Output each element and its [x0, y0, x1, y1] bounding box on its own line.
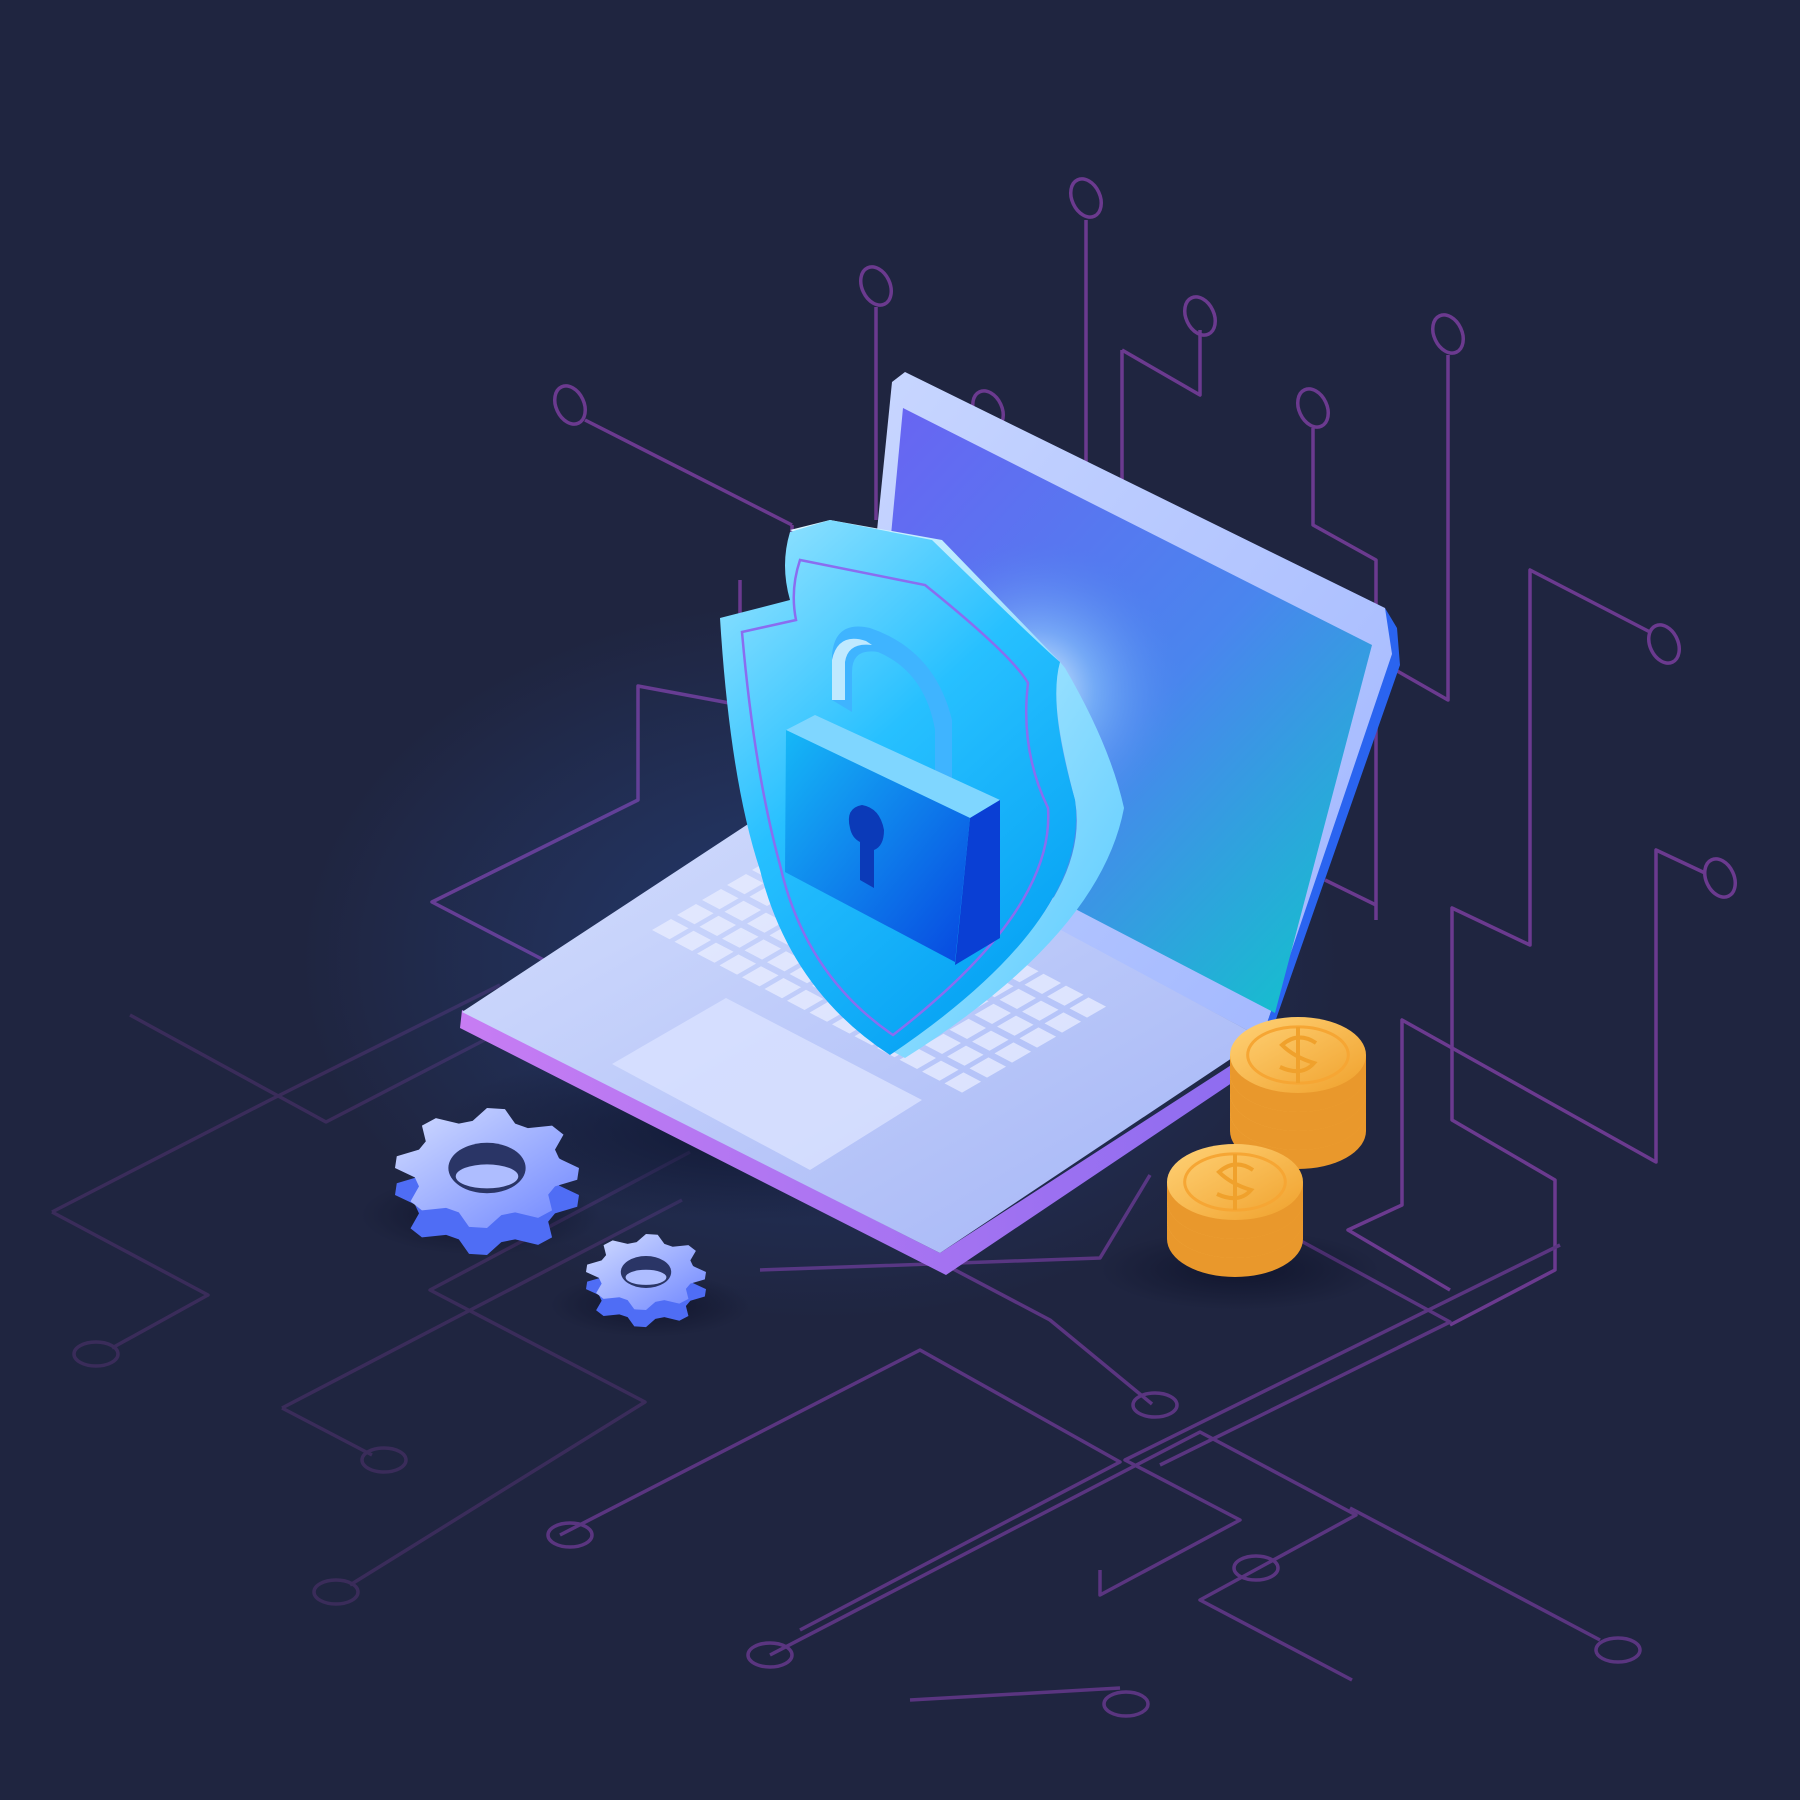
padlock-icon — [785, 626, 1000, 965]
padlock-side — [955, 800, 1000, 965]
keyboard-key — [972, 1030, 1009, 1051]
shield-border-line — [740, 558, 1050, 1037]
keyboard-key — [994, 1042, 1032, 1063]
keyboard-key — [742, 966, 779, 987]
keyboard-key — [697, 942, 734, 963]
keyboard-key — [1069, 997, 1107, 1018]
keyboard-key — [899, 1048, 937, 1070]
gear-hole-inner — [625, 1269, 667, 1285]
keyboard-key — [724, 900, 762, 922]
gear-icon — [586, 1234, 706, 1328]
coin-rim — [1246, 1025, 1350, 1085]
keyboard-key — [744, 939, 782, 960]
keyboard-key — [997, 1015, 1034, 1036]
keyboard-key — [969, 1057, 1007, 1078]
keyboard-key — [747, 912, 784, 933]
keyboard-key — [1022, 1000, 1059, 1021]
keyboard-key — [949, 1018, 987, 1040]
keyboard-key — [944, 1072, 982, 1093]
keyboard-key — [787, 989, 824, 1011]
keyboard-key — [924, 1033, 962, 1055]
keyboard-key — [974, 1003, 1012, 1025]
coin-stack-icon — [1230, 1017, 1366, 1169]
gears — [395, 1108, 706, 1328]
laptop-base-edge — [460, 1010, 1272, 1275]
keyboard-key — [699, 915, 737, 937]
keyboard-key — [922, 1060, 959, 1081]
coin-stacks — [1167, 1017, 1366, 1277]
padlock-shackle — [832, 626, 952, 800]
padlock-top — [786, 715, 1000, 818]
keyboard-key — [947, 1045, 984, 1066]
gear-hole-inner — [455, 1164, 519, 1189]
keyboard-key — [1044, 1012, 1082, 1033]
keyboard-key — [719, 954, 757, 975]
gear-icon — [395, 1108, 579, 1255]
padlock-keyhole — [848, 805, 884, 888]
keyboard-key — [702, 889, 739, 910]
keyboard-key — [652, 919, 689, 940]
keyboard-key — [764, 978, 802, 999]
dollar-sign-icon — [1216, 1154, 1255, 1210]
coin-stack-icon — [1167, 1144, 1303, 1277]
keyboard-key — [1024, 973, 1062, 995]
keyboard-key — [999, 988, 1037, 1010]
shield-side — [790, 520, 1124, 1058]
keyboard-key — [1047, 985, 1084, 1006]
laptop-trackpad — [612, 998, 922, 1170]
keyboard-key — [722, 927, 759, 948]
keyboard-key — [727, 874, 764, 895]
dollar-sign-icon — [1279, 1027, 1318, 1083]
keyboard-key — [1019, 1027, 1057, 1048]
keyboard-key — [677, 904, 714, 925]
keyboard-key — [767, 951, 804, 972]
keyboard-key — [674, 930, 712, 952]
coin-rim — [1183, 1152, 1287, 1212]
